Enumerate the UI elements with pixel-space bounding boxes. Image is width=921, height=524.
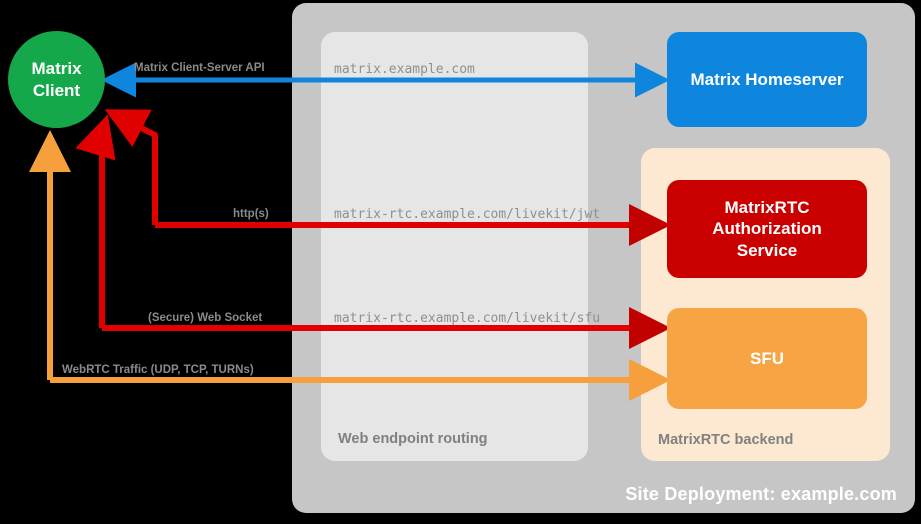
matrixrtc-backend-label: MatrixRTC backend — [658, 432, 794, 448]
node-auth-line1: MatrixRTC — [724, 198, 810, 218]
edge-label-secure-web-socket: (Secure) Web Socket — [148, 312, 263, 324]
node-auth-line2: Authorization — [712, 219, 822, 239]
node-matrix-client-line1: Matrix — [31, 59, 82, 79]
web-endpoint-routing-container: Web endpoint routing — [321, 32, 588, 461]
site-deployment-label: Site Deployment: example.com — [625, 484, 897, 504]
endpoint-label-livekit-jwt: matrix-rtc.example.com/livekit/jwt — [334, 207, 601, 222]
node-matrix-homeserver-label: Matrix Homeserver — [690, 69, 844, 89]
node-sfu[interactable]: SFU — [667, 308, 867, 409]
node-matrix-client-line2: Client — [32, 80, 81, 100]
endpoint-label-livekit-sfu: matrix-rtc.example.com/livekit/sfu — [334, 311, 601, 326]
node-matrixrtc-authorization-service[interactable]: MatrixRTC Authorization Service — [667, 180, 867, 278]
edge-label-webrtc-traffic: WebRTC Traffic (UDP, TCP, TURNs) — [62, 364, 254, 376]
edge-label-https: http(s) — [233, 208, 269, 220]
endpoint-label-matrix-example-com: matrix.example.com — [334, 62, 475, 77]
edge-label-matrix-client-server-api: Matrix Client-Server API — [134, 62, 265, 74]
node-matrix-homeserver[interactable]: Matrix Homeserver — [667, 32, 867, 127]
node-matrix-client[interactable]: Matrix Client — [8, 31, 105, 128]
node-auth-line3: Service — [736, 240, 798, 260]
web-endpoint-routing-label: Web endpoint routing — [338, 431, 488, 447]
node-sfu-label: SFU — [750, 348, 784, 368]
